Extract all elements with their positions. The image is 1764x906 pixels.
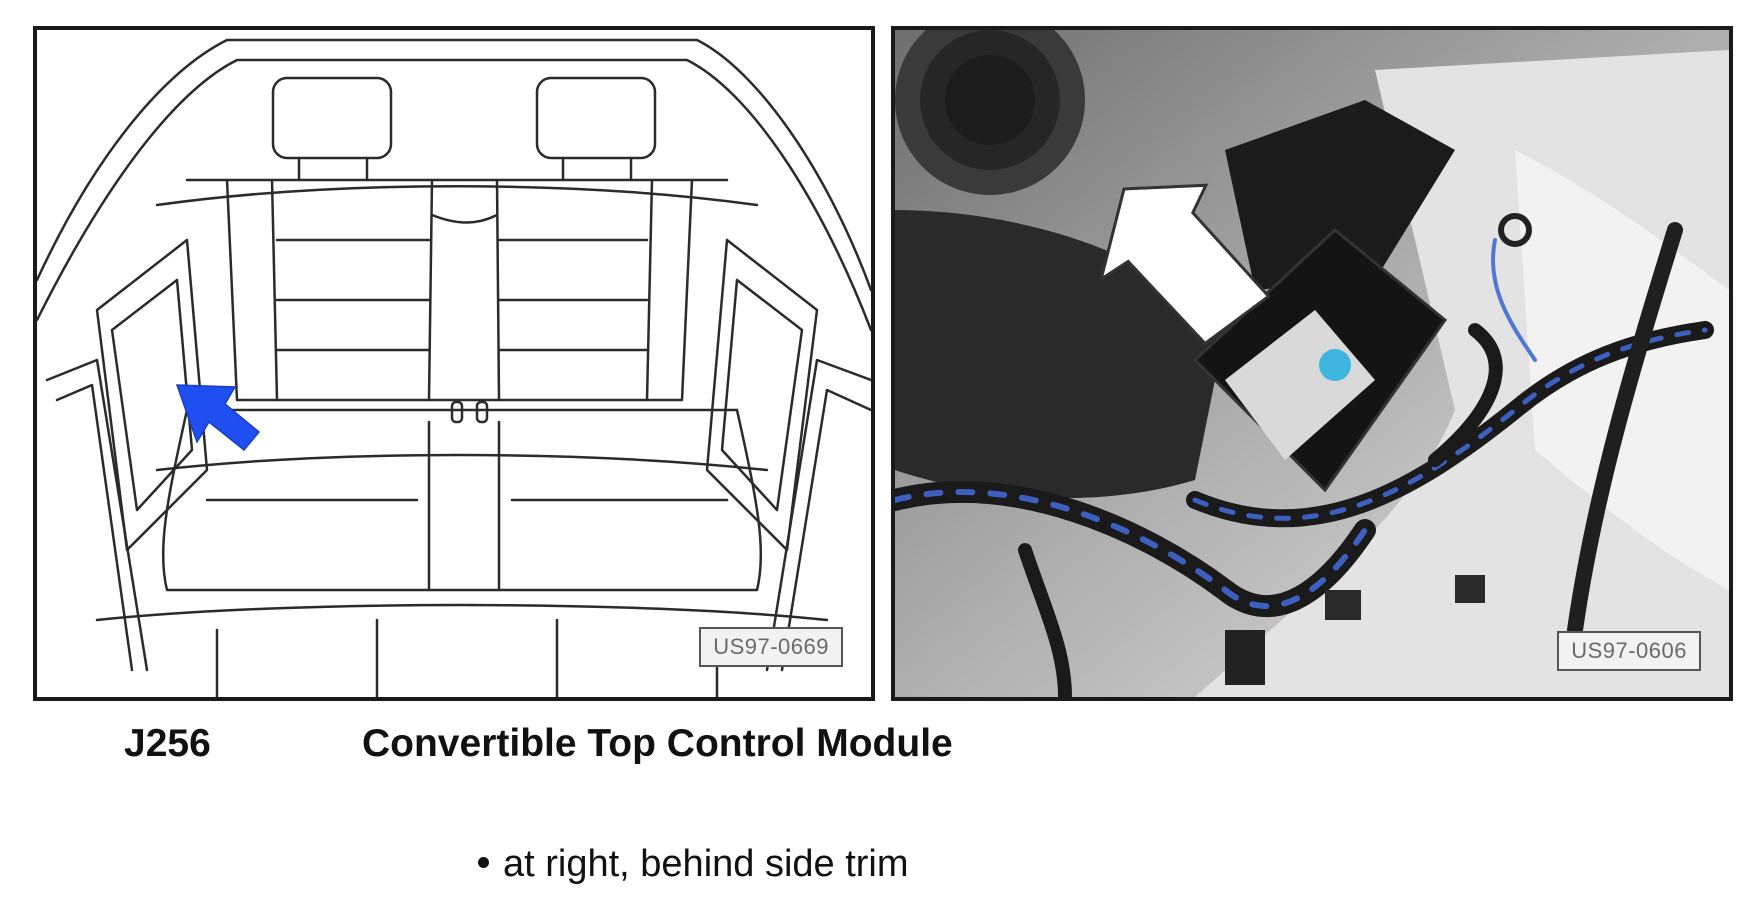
rear-seat-line-drawing (37, 38, 871, 697)
rear-seat-illustration: US97-0669 (33, 26, 875, 701)
component-code: J256 (124, 722, 211, 765)
component-name: Convertible Top Control Module (362, 722, 953, 765)
white-pointer-arrow (1098, 183, 1271, 346)
figure-reference-label: US97-0606 (1557, 631, 1701, 671)
figure-reference-label: US97-0669 (699, 627, 843, 667)
module-photo-image (895, 30, 1729, 697)
location-note: at right, behind side trim (478, 843, 909, 886)
location-note-text: at right, behind side trim (503, 843, 909, 885)
blue-pointer-arrow (175, 384, 261, 452)
module-location-photo: US97-0606 (891, 26, 1733, 701)
bullet-icon (478, 857, 489, 869)
